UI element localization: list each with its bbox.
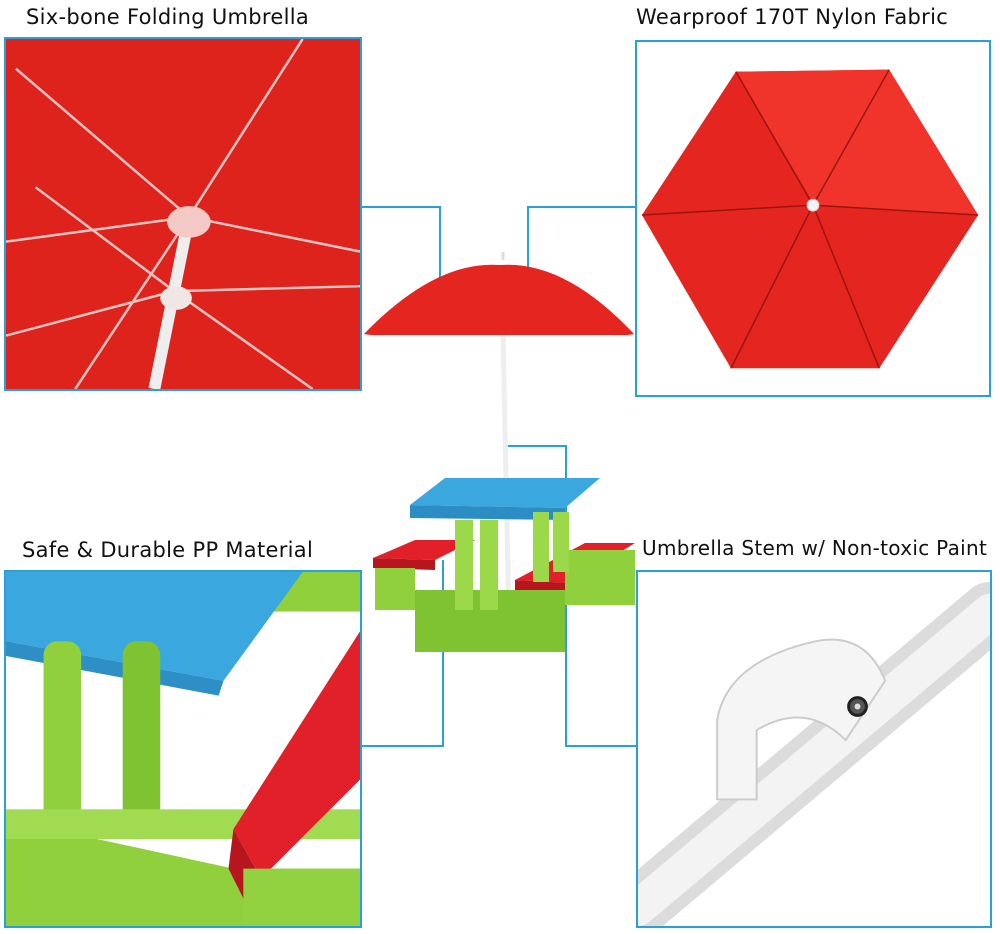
photo-umbrella-stem-closeup xyxy=(636,570,992,928)
label-umbrella-stem: Umbrella Stem w/ Non-toxic Paint xyxy=(642,536,988,560)
photo-pp-material-closeup xyxy=(4,570,362,928)
label-six-bone-umbrella: Six-bone Folding Umbrella xyxy=(26,5,310,29)
label-nylon-fabric: Wearproof 170T Nylon Fabric xyxy=(636,5,949,29)
photo-umbrella-underside xyxy=(4,37,362,391)
label-pp-material: Safe & Durable PP Material xyxy=(22,538,314,562)
photo-umbrella-top xyxy=(635,40,991,397)
photo-picnic-table-with-umbrella xyxy=(355,250,645,670)
